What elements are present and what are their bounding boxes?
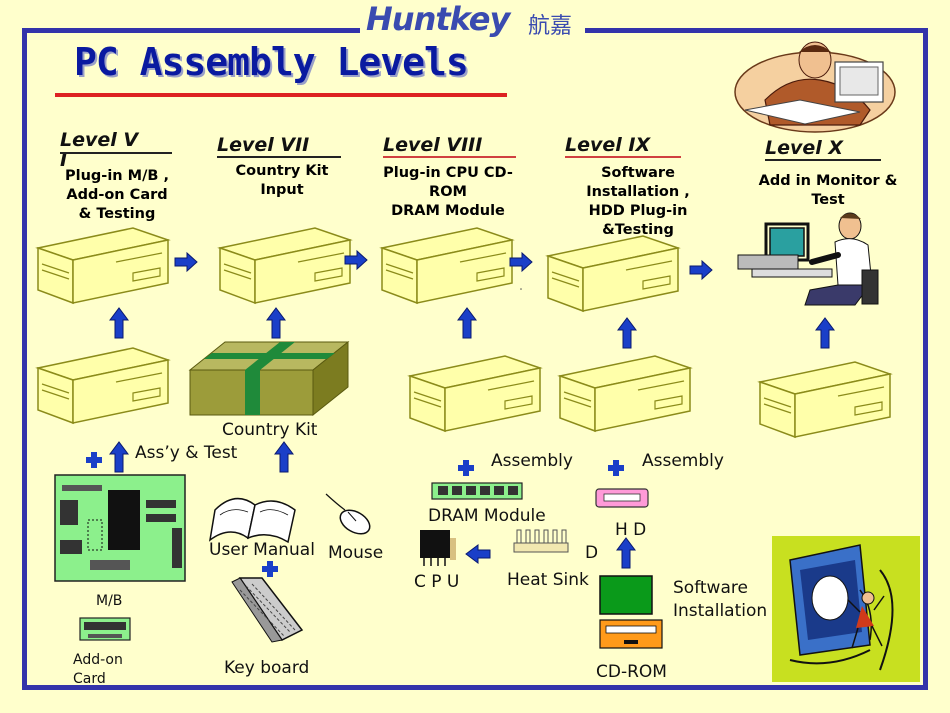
label-addon: Add-on Card: [73, 652, 123, 687]
plus-icon: [458, 460, 474, 476]
level-desc-9: Software Installation , HDD Plug-in &Tes…: [586, 165, 690, 238]
computer-case-icon: [219, 227, 351, 304]
label-country-kit: Country Kit: [222, 420, 318, 440]
plus-icon: [262, 561, 278, 577]
level-heading-7: Level VII: [217, 134, 310, 156]
cdrom-icon: [599, 619, 663, 649]
plus-icon: [608, 460, 624, 476]
computer-case-icon: [37, 227, 169, 304]
computer-case-icon: [759, 361, 891, 438]
computer-case-icon: [547, 235, 679, 312]
mouse-icon: [325, 493, 371, 535]
arrow-up-icon: [109, 307, 129, 339]
arrow-up-icon: [266, 307, 286, 339]
computer-case-icon: [559, 355, 691, 432]
arrow-up-icon: [617, 317, 637, 349]
memory-icon: [431, 482, 523, 500]
computer-case-icon: [381, 227, 513, 304]
arrow-up-icon: [616, 537, 636, 569]
level-desc-6: Plug-in M/B , Add-on Card & Testing: [65, 168, 169, 222]
label-software: Software Installation: [673, 578, 768, 621]
level-underline-10: [765, 159, 881, 161]
label-mb: M/B: [96, 593, 123, 609]
plus-icon: [86, 452, 102, 468]
floppy-icon: [599, 575, 653, 615]
label-cdrom: CD-ROM: [596, 662, 667, 682]
arrow-right-icon: [689, 260, 713, 280]
hard-disk-icon: [595, 488, 649, 508]
level-heading-6: Level V I: [60, 129, 139, 171]
arrow-up-icon: [457, 307, 477, 339]
label-keyboard: Key board: [224, 658, 310, 678]
frame-right: [923, 28, 928, 690]
worker-icon: [737, 212, 879, 306]
arrow-up-icon: [815, 317, 835, 349]
level-underline-6: [60, 152, 172, 154]
page-title: PC Assembly Levels: [74, 40, 469, 84]
heatsink-icon: [513, 529, 569, 553]
title-underline: [55, 93, 507, 97]
label-hd: H D: [615, 520, 647, 540]
label-assy-test: Ass’y & Test: [135, 443, 238, 463]
arrow-up-icon: [274, 441, 294, 473]
arrow-up-icon: [109, 441, 129, 473]
level-desc-7: Country Kit Input: [235, 163, 329, 198]
swing-icon: [772, 536, 920, 682]
addon-card-icon: [79, 617, 131, 641]
label-mouse: Mouse: [328, 543, 384, 563]
logo: [360, 0, 585, 40]
arrow-left-icon: [465, 544, 491, 564]
label-assembly-9: Assembly: [642, 451, 724, 471]
label-hd-d: D: [585, 543, 599, 563]
label-heat-sink: Heat Sink: [507, 570, 589, 590]
label-dram: DRAM Module: [428, 506, 546, 526]
level-underline-9: [565, 156, 681, 158]
computer-case-icon: [409, 355, 541, 432]
label-user-manual: User Manual: [209, 540, 315, 560]
businessman-icon: [734, 41, 896, 133]
computer-case-icon: [37, 347, 169, 424]
arrow-right-icon: [509, 252, 533, 272]
level-underline-7: [217, 156, 341, 158]
book-icon: [208, 497, 296, 544]
level-heading-8: Level VIII: [383, 134, 483, 156]
package-icon: [188, 340, 350, 417]
label-assembly-8: Assembly: [491, 451, 573, 471]
keyboard-icon: [231, 577, 304, 643]
label-cpu: C P U: [414, 572, 460, 592]
level-heading-9: Level IX: [565, 134, 651, 156]
arrow-right-icon: [174, 252, 198, 272]
logo-text: Huntkey: [366, 0, 510, 38]
cpu-icon: [420, 530, 456, 566]
motherboard-icon: [54, 474, 186, 582]
level-desc-8: Plug-in CPU CD- ROM DRAM Module: [383, 165, 513, 219]
level-underline-8: [383, 156, 516, 158]
frame-bottom: [22, 685, 928, 690]
logo-chinese: 航嘉: [528, 14, 573, 39]
frame-left: [22, 28, 27, 690]
level-heading-10: Level X: [765, 137, 844, 159]
level-desc-10: Add in Monitor & Test: [758, 173, 898, 208]
